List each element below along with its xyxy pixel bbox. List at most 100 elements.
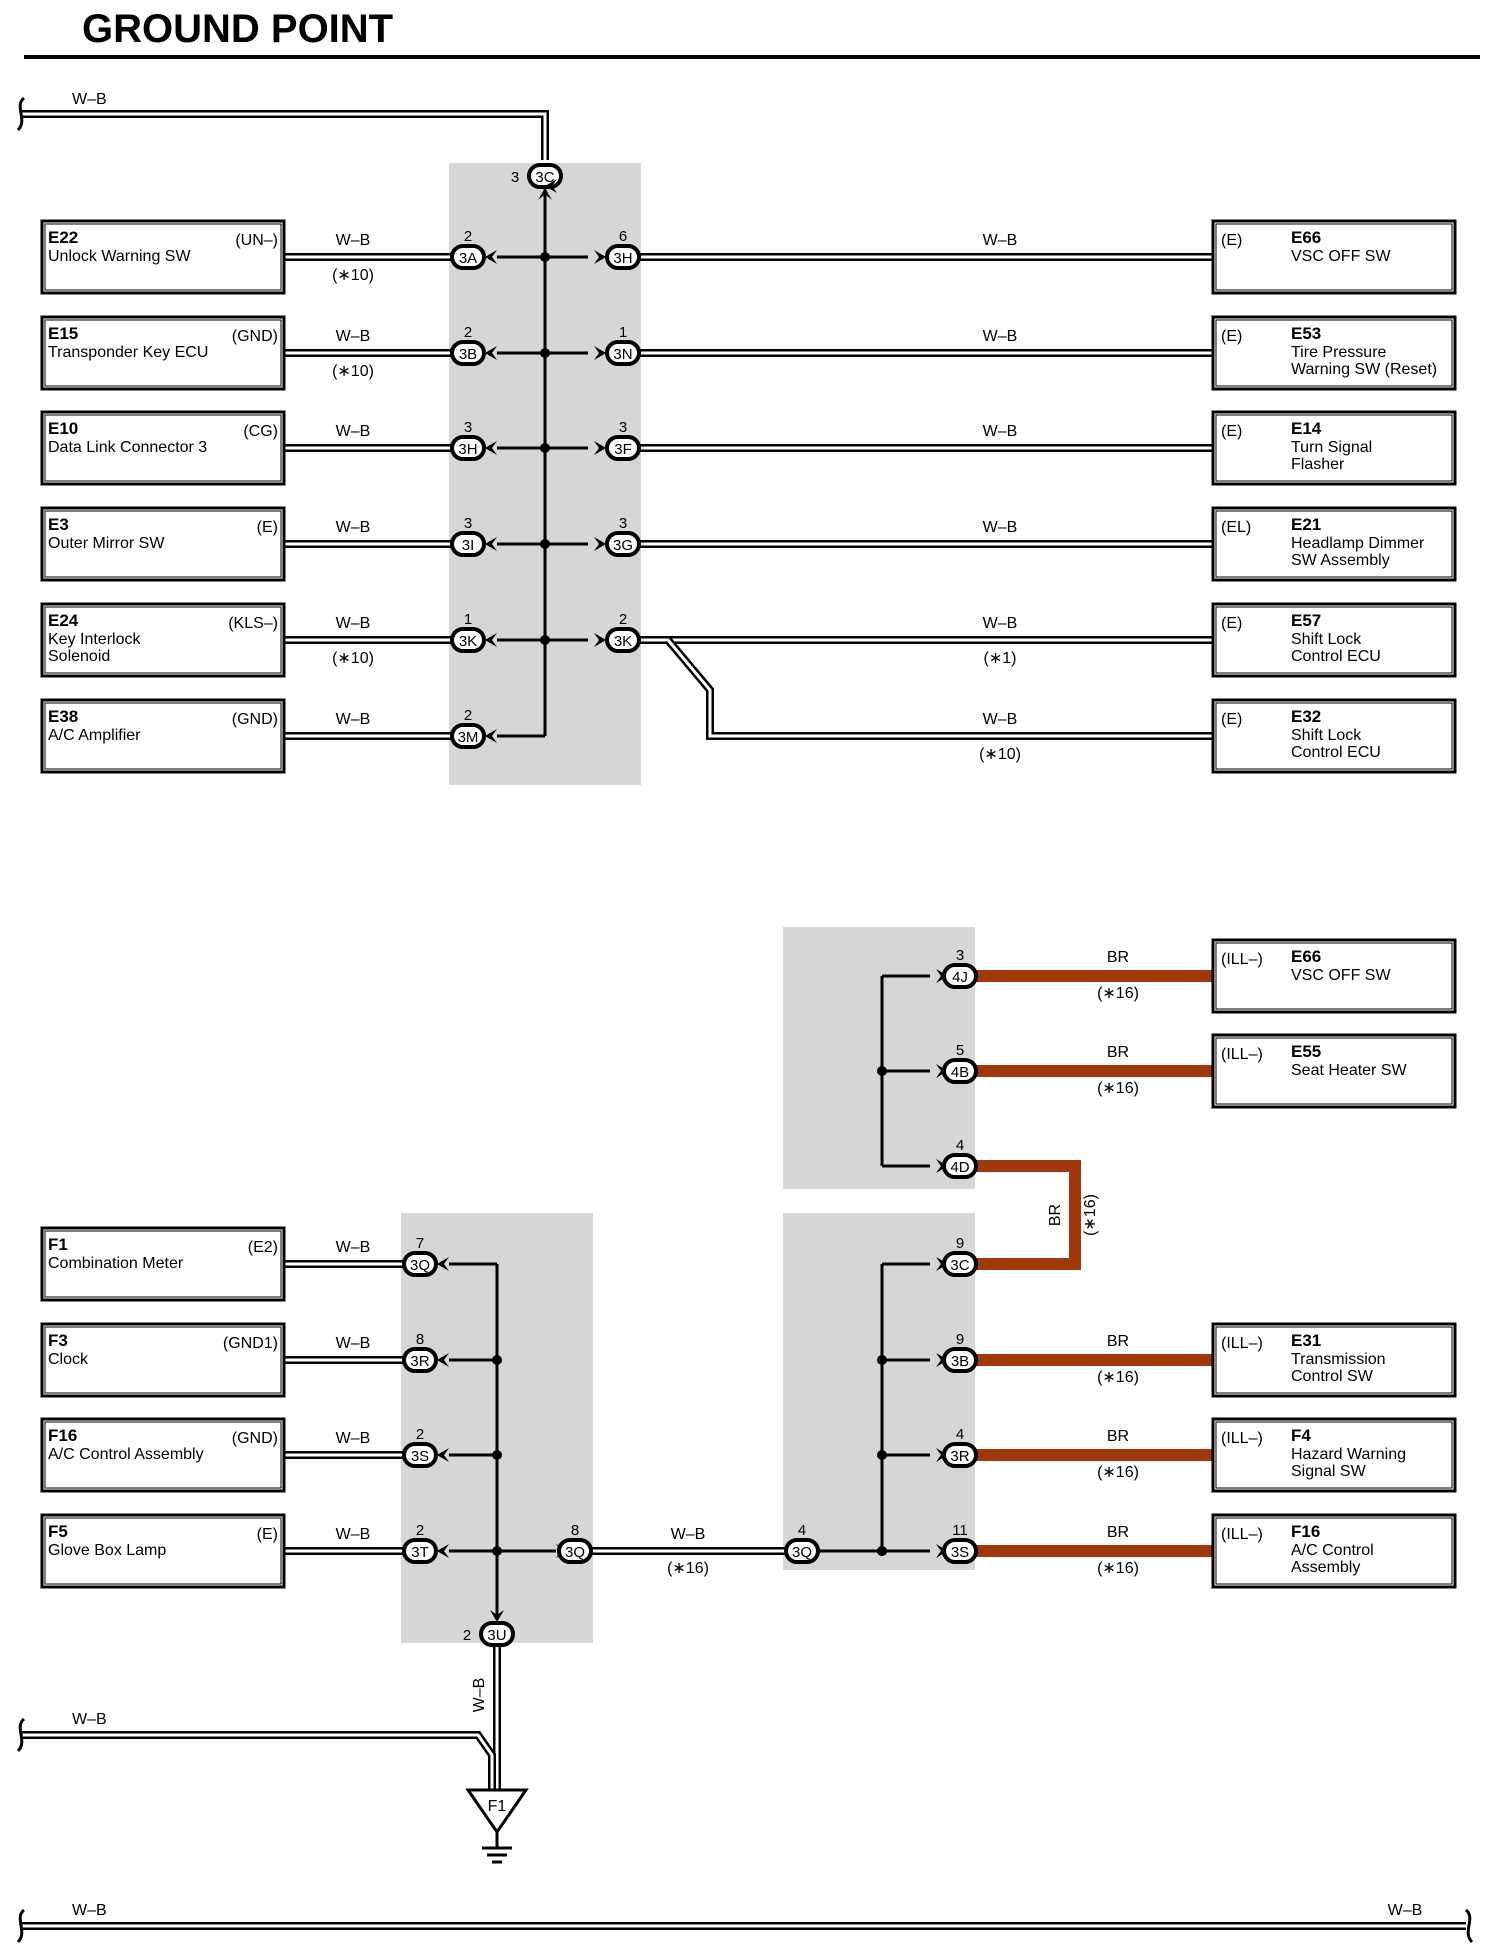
wire-note: (∗16)	[667, 1560, 709, 1577]
pin-number: 7	[416, 1235, 424, 1252]
connector-label: 3M	[458, 729, 479, 746]
wire-color-label: W–B	[983, 328, 1018, 345]
wire-break	[16, 96, 26, 132]
component-name: A/C Amplifier	[48, 727, 141, 744]
wire-color-label: W–B	[72, 91, 107, 108]
component-box-inner	[1215, 1517, 1453, 1585]
junction-dot	[540, 635, 550, 645]
component-name-2: Warning SW (Reset)	[1291, 361, 1437, 378]
connector-label: 3C	[950, 1257, 969, 1274]
terminal-label: (E)	[1221, 232, 1242, 249]
wire-color-label: BR	[1047, 1204, 1064, 1226]
wire-color-label: W–B	[983, 423, 1018, 440]
connector	[942, 1538, 978, 1564]
component-name-2: Solenoid	[48, 648, 110, 665]
page-title: GROUND POINT	[82, 7, 393, 51]
junction-dot	[492, 1450, 502, 1460]
wire-color-label: BR	[1107, 1333, 1129, 1350]
component-box	[1211, 602, 1457, 678]
component-code: E53	[1291, 324, 1321, 343]
component-box-inner	[1215, 319, 1453, 387]
component-code: E55	[1291, 1042, 1321, 1061]
wire-note: (∗16)	[1097, 1464, 1139, 1481]
pin-number: 2	[464, 324, 472, 341]
connector-label: 3Q	[410, 1257, 430, 1274]
wire-note: (∗16)	[1097, 985, 1139, 1002]
pin-number: 3	[464, 419, 472, 436]
wb-wire-bottom-feed	[22, 1731, 496, 1790]
component-name: Unlock Warning SW	[48, 248, 191, 265]
pin-number: 4	[798, 1522, 806, 1539]
component-code: E14	[1291, 419, 1322, 438]
br-wire-loop	[976, 1160, 1081, 1270]
component-box-inner	[1215, 606, 1453, 674]
component-name-2: Control SW	[1291, 1368, 1374, 1385]
connector-label: 3N	[613, 346, 632, 363]
component-box	[1211, 219, 1457, 295]
pin-number: 2	[464, 228, 472, 245]
wire-color-label: W–B	[336, 711, 371, 728]
pin-number: 8	[416, 1331, 424, 1348]
wire-color-label: W–B	[983, 615, 1018, 632]
component-box-inner	[1215, 1421, 1453, 1489]
wire-color-label: W–B	[336, 1526, 371, 1543]
connector-label: 3U	[487, 1627, 506, 1644]
pin-number: 4	[956, 1426, 964, 1443]
connector	[450, 627, 486, 653]
component-name: Data Link Connector 3	[48, 439, 207, 456]
splice-area-upper-right	[783, 927, 975, 1189]
component-code: F4	[1291, 1426, 1311, 1445]
wire-layer	[22, 110, 1466, 1930]
pin-number: 3	[619, 419, 627, 436]
pin-number: 11	[952, 1522, 968, 1539]
pin-number: 4	[956, 1137, 964, 1154]
component-box	[40, 602, 286, 678]
component-box	[1211, 1033, 1457, 1109]
pin-number: 3	[956, 947, 964, 964]
component-code: E66	[1291, 947, 1321, 966]
connector-label: 3Q	[565, 1544, 585, 1561]
component-box-inner	[44, 319, 282, 387]
terminal-label: (GND)	[232, 328, 278, 345]
wire-note: (∗16)	[1097, 1080, 1139, 1097]
connector-label: 3H	[613, 250, 632, 267]
component-box	[1211, 506, 1457, 582]
component-name: A/C Control Assembly	[48, 1446, 204, 1463]
component-box	[40, 410, 286, 486]
pin-number: 9	[956, 1331, 964, 1348]
splice-area-bottom-right	[783, 1213, 975, 1570]
wire-note: (∗10)	[979, 746, 1021, 763]
component-name-2: Signal SW	[1291, 1463, 1367, 1480]
component-box-inner	[44, 1517, 282, 1585]
component-code: F16	[1291, 1522, 1320, 1541]
pin-number: 2	[416, 1522, 424, 1539]
pin-number: 2	[463, 1627, 471, 1644]
component-box	[40, 1417, 286, 1493]
component-box	[1211, 1322, 1457, 1398]
junction-dot	[877, 1355, 887, 1365]
component-name: Glove Box Lamp	[48, 1542, 166, 1559]
connector	[450, 723, 486, 749]
connector-label: 3C	[535, 169, 554, 186]
terminal-label: (E)	[257, 1526, 278, 1543]
connector-label: 3A	[459, 250, 477, 267]
pin-number: 6	[619, 228, 627, 245]
wire-color-label: W–B	[336, 615, 371, 632]
component-name-2: SW Assembly	[1291, 552, 1390, 569]
component-name: Combination Meter	[48, 1255, 184, 1272]
component-name: Transponder Key ECU	[48, 344, 208, 361]
connector-label: 3S	[951, 1544, 969, 1561]
component-name-2: Control ECU	[1291, 744, 1381, 761]
connector-label: 3R	[950, 1448, 969, 1465]
component-code: E66	[1291, 228, 1321, 247]
connector	[557, 1538, 593, 1564]
component-box	[1211, 938, 1457, 1014]
component-box	[40, 219, 286, 295]
junction-dot	[540, 443, 550, 453]
connector	[784, 1538, 820, 1564]
component-box-inner	[1215, 702, 1453, 770]
component-box-inner	[44, 702, 282, 770]
junction-dot	[877, 1546, 887, 1556]
component-name: Seat Heater SW	[1291, 1062, 1408, 1079]
connector-label: 4D	[950, 1159, 969, 1176]
